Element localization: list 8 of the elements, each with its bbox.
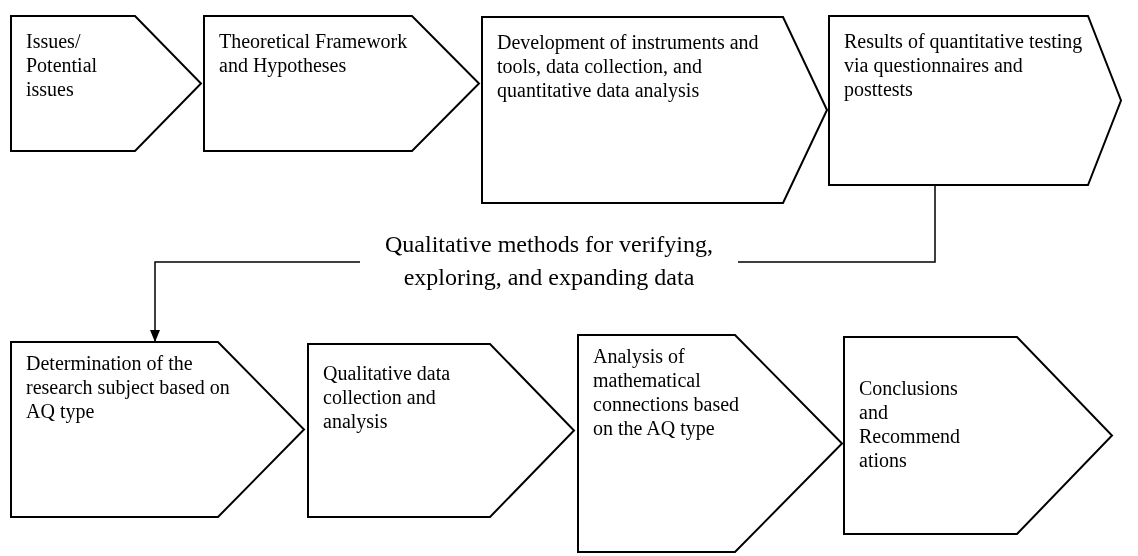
step-text: Conclusions and Recommendations (858, 376, 962, 472)
step-text: Qualitative data collection and analysis (322, 361, 452, 433)
step-text: Issues/ Potential issues (25, 29, 99, 101)
step-text: Development of instruments and tools, data collection, and quantitative data analysis (496, 30, 760, 102)
step-text: Results of quantitative testing via questionnaires and posttests (843, 29, 1083, 101)
step-text: Determination of the research subject based on AQ type (25, 351, 231, 423)
step-text: Theoretical Framework and Hypotheses (218, 29, 408, 77)
step-text: Analysis of mathematical connections based on the AQ type (592, 344, 741, 440)
